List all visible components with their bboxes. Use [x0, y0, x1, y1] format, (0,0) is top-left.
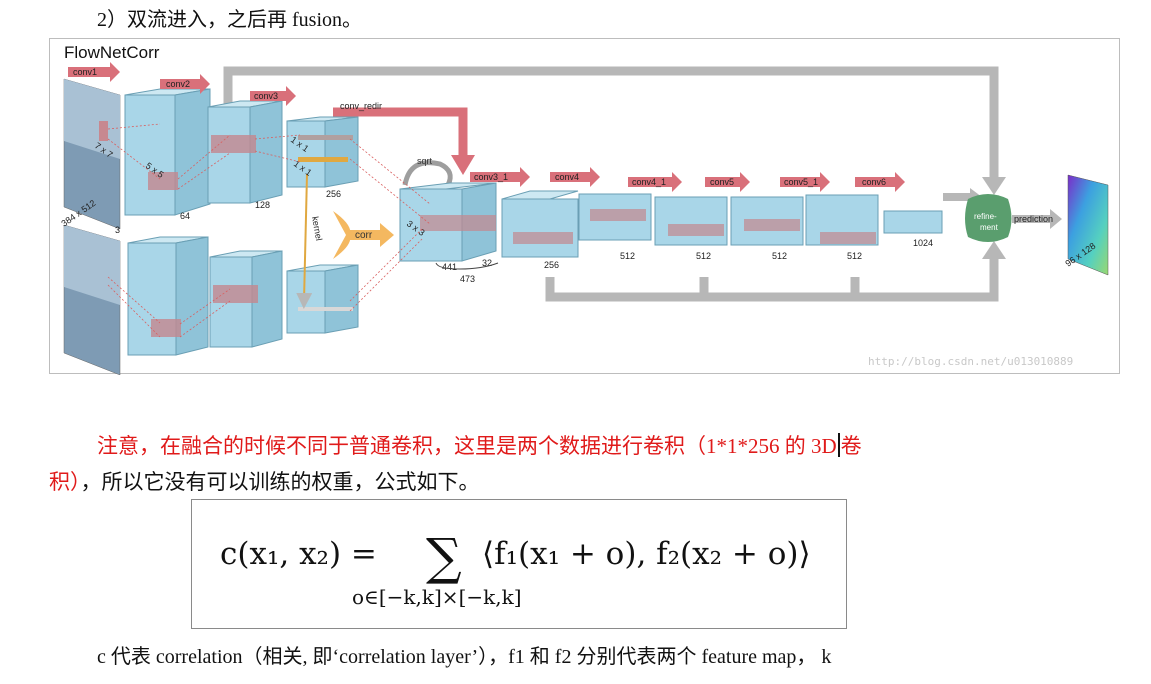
label-conv4-1: conv4_1 — [632, 177, 666, 187]
channel-label-512-c: 512 — [772, 251, 787, 261]
conv-redir-arrow-head — [451, 155, 475, 175]
figure-title: FlowNetCorr — [64, 43, 160, 62]
brace-441-32 — [435, 262, 499, 270]
description-line: c 代表 correlation（相关, 即‘correlation layer… — [97, 646, 832, 668]
corr-op-shape — [333, 211, 351, 259]
conv-block-4-1 — [654, 196, 728, 246]
label-conv5: conv5 — [710, 177, 734, 187]
channel-label-64: 64 — [180, 211, 190, 221]
skip-arrow-top — [223, 66, 999, 179]
sqrt-op-arrow — [402, 160, 453, 187]
formula-lhs: c(x₁, x₂) = — [220, 536, 377, 572]
correlation-formula: c(x₁, x₂) = ∑ ⟨f₁(x₁ + o), f₂(x₂ + o)⟩ o… — [191, 499, 847, 629]
correlation-block — [399, 182, 497, 262]
channel-label-256-a: 256 — [326, 189, 341, 199]
conv-block-3-1 — [501, 190, 579, 258]
skip-arrow-top-head — [982, 177, 1006, 195]
formula-sum: ∑ — [426, 528, 462, 586]
kernel-op-label: kernel — [310, 216, 324, 242]
conv-block-top-1 — [124, 88, 211, 216]
skip-arrow-bottom-head — [982, 241, 1006, 259]
channel-label-32: 32 — [482, 258, 492, 268]
label-conv3-1: conv3_1 — [474, 172, 508, 182]
input-image-top-patch — [99, 121, 108, 141]
channel-label-3: 3 — [115, 225, 120, 235]
text-cursor — [837, 433, 840, 457]
conv-block-top-3 — [286, 116, 359, 188]
channel-label-512-b: 512 — [696, 251, 711, 261]
formula-rhs: ⟨f₁(x₁ + o), f₂(x₂ + o)⟩ — [482, 536, 811, 572]
label-conv3: conv3 — [254, 91, 278, 101]
label-conv6: conv6 — [862, 177, 886, 187]
channel-label-441: 441 — [442, 262, 457, 272]
flow-output-image — [1067, 174, 1109, 276]
refinement-label-bottom: ment — [980, 223, 999, 232]
kernel-arrow — [296, 173, 313, 309]
flownetcorr-figure: FlowNetCorr — [49, 38, 1120, 375]
label-conv2: conv2 — [166, 79, 190, 89]
label-conv-redir: conv_redir — [340, 101, 382, 111]
receptive-field-lines — [107, 123, 431, 338]
sqrt-label: sqrt — [417, 156, 433, 166]
formula-subscript: o∈[−k,k]×[−k,k] — [352, 585, 522, 609]
channel-label-512-a: 512 — [620, 251, 635, 261]
prediction-label: prediction — [1014, 214, 1053, 224]
conv-block-top-2 — [207, 100, 283, 204]
section-heading: 2）双流进入，之后再 fusion。 — [97, 9, 362, 31]
note-paragraph: 注意，在融合的时候不同于普通卷积，这里是两个数据进行卷积（1*1*256 的 3… — [49, 428, 1009, 500]
channel-label-128: 128 — [255, 200, 270, 210]
channel-label-473: 473 — [460, 274, 475, 284]
watermark: http://blog.csdn.net/u013010889 — [868, 355, 1073, 368]
note-red-text-3: 积） — [49, 470, 81, 494]
note-red-text-1: 注意，在融合的时候不同于普通卷积，这里是两个数据进行卷积（1*1*256 的 3… — [97, 434, 837, 458]
label-conv1: conv1 — [73, 67, 97, 77]
channel-label-1024: 1024 — [913, 238, 933, 248]
label-conv4: conv4 — [555, 172, 579, 182]
input-image-bottom-sky — [64, 225, 120, 305]
conv-block-bottom-3 — [286, 264, 359, 334]
refinement-block — [965, 194, 1012, 242]
conv-block-bottom-1 — [127, 236, 209, 356]
note-black-text: ，所以它没有可以训练的权重，公式如下。 — [80, 470, 480, 494]
conv-block-6 — [883, 210, 943, 234]
label-conv5-1: conv5_1 — [784, 177, 818, 187]
corr-op-arrow — [346, 223, 394, 247]
conv-block-5 — [730, 196, 804, 246]
conv-block-5-1 — [805, 194, 879, 246]
flownetcorr-diagram: FlowNetCorr — [59, 43, 1109, 375]
skip-arrow-bottom — [545, 257, 999, 302]
corr-label: corr — [355, 230, 373, 241]
note-red-text-2: 卷 — [840, 434, 862, 458]
channel-label-512-d: 512 — [847, 251, 862, 261]
conv-block-4 — [578, 193, 652, 241]
conv-block-bottom-2 — [209, 250, 283, 348]
conv-redir-arrow — [333, 107, 468, 157]
refinement-label-top: refine- — [974, 212, 997, 221]
channel-label-256-b: 256 — [544, 260, 559, 270]
formula-svg: c(x₁, x₂) = ∑ ⟨f₁(x₁ + o), f₂(x₂ + o)⟩ o… — [220, 528, 811, 609]
prediction-arrow — [1012, 209, 1062, 229]
